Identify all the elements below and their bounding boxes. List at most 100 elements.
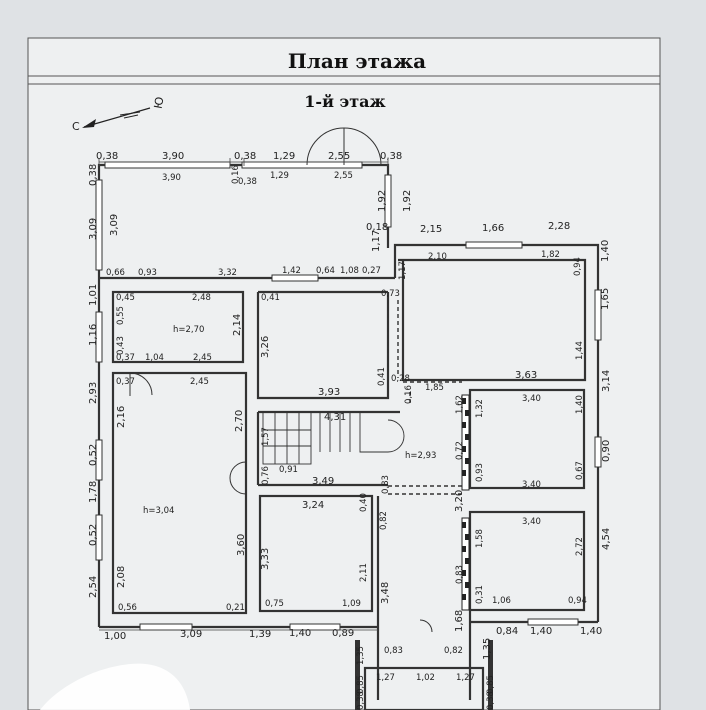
dim-label: 0,91 (279, 465, 298, 475)
dim-label: 0,85 (356, 675, 366, 694)
dim-label: 0,16 (231, 165, 241, 184)
dim-label: 1,00 (104, 631, 126, 642)
dim-label: 1,40 (600, 240, 611, 262)
brick-partitions (461, 394, 470, 611)
dim-label: 1,04 (145, 353, 164, 363)
dim-label: 2,70 (234, 410, 245, 432)
dim-label: h=2,93 (405, 451, 436, 461)
dim-label: 3,40 (522, 517, 541, 527)
dim-label: 0,82 (379, 511, 389, 530)
dim-label: 2,11 (359, 563, 369, 582)
dim-label: 2,48 (192, 293, 211, 303)
dim-label: 0,73 (381, 289, 400, 299)
dim-label: 1,40 (575, 395, 585, 414)
dim-label: 0,64 (316, 266, 335, 276)
dim-label: 3,33 (260, 548, 271, 570)
dim-label: 0,94 (573, 257, 583, 276)
dim-label: 3,09 (109, 214, 120, 236)
dim-label: 2,08 (116, 566, 127, 588)
dim-label: 0,37 (116, 353, 135, 363)
dim-label: 0,67 (575, 461, 585, 480)
dim-label: 0,94 (568, 596, 587, 606)
dim-label: 2,93 (88, 382, 99, 404)
dim-label: 0,31 (475, 585, 485, 604)
dim-label: 0,38 (380, 151, 402, 162)
dim-label: 0,52 (88, 444, 99, 466)
dim-label: 0,40 (359, 493, 369, 512)
dim-label: 1,35 (356, 646, 366, 665)
dim-label: 0,72 (455, 441, 465, 460)
dim-label: 0,83 (381, 475, 391, 494)
dim-label: 3,24 (302, 500, 324, 511)
dim-label: 1,01 (88, 284, 99, 306)
compass-north-label: Ю (152, 96, 167, 110)
dim-label: 0,45 (116, 293, 135, 303)
dim-label: 1,65 (600, 288, 611, 310)
dim-label: 0,90 (601, 440, 612, 462)
dim-label: 1,17 (398, 261, 408, 280)
dim-label: 2,72 (575, 537, 585, 556)
dim-label: 1,62 (455, 395, 465, 414)
dim-label: 3,60 (236, 534, 247, 556)
dim-label: h=3,04 (143, 506, 174, 516)
glare-overlay (40, 663, 190, 710)
dim-label: 3,40 (522, 480, 541, 490)
dim-label: 2,15 (420, 224, 442, 235)
dim-label: 3,93 (318, 387, 340, 398)
dim-label: 2,54 (88, 576, 99, 598)
dimension-lines (98, 158, 389, 631)
dim-label: 1,57 (261, 427, 271, 446)
dim-label: 1,92 (402, 190, 413, 212)
dim-label: 0,43 (116, 336, 126, 355)
dim-label: 0,55 (116, 306, 126, 325)
dim-label: 0,18 (366, 222, 388, 233)
dim-label: 1,82 (541, 250, 560, 260)
dim-label: 0,93 (138, 268, 157, 278)
dim-label: 3,90 (162, 151, 184, 162)
dimension-labels: 0,38 3,90 0,38 1,29 2,55 0,38 3,90 0,38 … (88, 151, 612, 710)
dim-label: 0,83 (384, 646, 403, 656)
dim-label: 1,44 (575, 341, 585, 360)
dashed-openings (387, 300, 462, 495)
dim-label: 0,38 (88, 164, 99, 186)
dim-label: 1,85 (425, 383, 444, 393)
dim-label: 1,09 (342, 599, 361, 609)
dim-label: 4,31 (324, 412, 346, 423)
dim-label: 1,27 (376, 673, 395, 683)
dim-label: 1,27 (456, 673, 475, 683)
dim-label: 1,78 (88, 481, 99, 503)
dim-label: 3,48 (380, 582, 391, 604)
dim-label: 2,55 (334, 171, 353, 181)
dim-label: 0,66 (106, 268, 125, 278)
dim-label: 1,92 (377, 190, 388, 212)
doors (129, 127, 433, 633)
dim-label: 1,68 (454, 610, 465, 632)
dim-label: 0,41 (261, 293, 280, 303)
dim-label: 1,06 (492, 596, 511, 606)
dim-label: 1,29 (273, 151, 295, 162)
dim-label: 0,16 (404, 385, 414, 404)
dim-label: 0,84 (496, 626, 518, 637)
dim-label: 0,83 (455, 565, 465, 584)
dim-label: 0,21 (226, 603, 245, 613)
dim-label: 3,63 (515, 370, 537, 381)
dim-label: 2,28 (548, 221, 570, 232)
staircase (262, 411, 405, 465)
dim-label: 1,08 (340, 266, 359, 276)
dim-label: 0,38 (96, 151, 118, 162)
dim-label: 0,38 (234, 151, 256, 162)
dim-label: 1,66 (482, 223, 504, 234)
dim-label: 0,38 (486, 691, 496, 710)
dim-label: 0,93 (475, 463, 485, 482)
dim-label: 1,17 (371, 230, 382, 252)
dim-label: 3,26 (260, 336, 271, 358)
dim-label: h=2,70 (173, 325, 204, 335)
dim-label: 0,75 (265, 599, 284, 609)
dim-label: 0,76 (261, 466, 271, 485)
dim-label: 3,09 (180, 629, 202, 640)
dim-label: 0,85 (486, 675, 496, 694)
dim-label: 0,37 (116, 377, 135, 387)
dim-label: 4,54 (601, 528, 612, 550)
dim-label: 0,28 (391, 374, 410, 384)
